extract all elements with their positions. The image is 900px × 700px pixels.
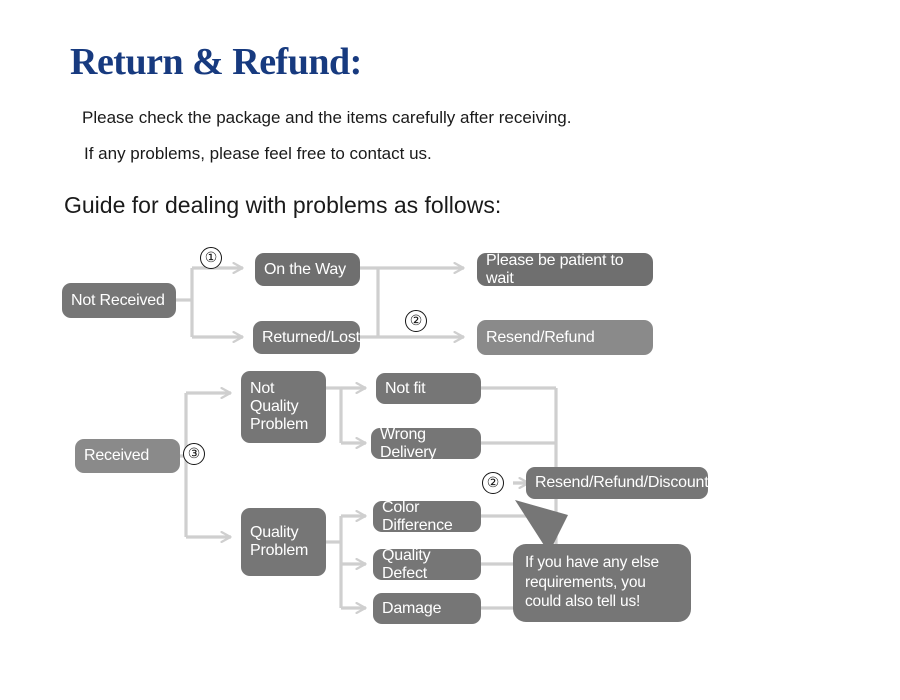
node-returned-lost[interactable]: Returned/Lost <box>253 321 360 354</box>
callout-bubble: If you have any else requirements, you c… <box>513 544 691 622</box>
guide-heading: Guide for dealing with problems as follo… <box>64 192 502 218</box>
node-not-quality-problem[interactable]: Not Quality Problem <box>241 371 326 443</box>
step-number-2-bottom: ② <box>482 472 504 494</box>
node-color-difference[interactable]: Color Difference <box>373 499 481 534</box>
node-please-be-patient-to-wait[interactable]: Please be patient to wait <box>477 252 653 287</box>
node-quality-defect[interactable]: Quality Defect <box>373 547 481 582</box>
node-not-fit[interactable]: Not fit <box>376 373 481 404</box>
step-number-3: ③ <box>183 443 205 465</box>
node-quality-problem[interactable]: Quality Problem <box>241 508 326 576</box>
node-wrong-delivery[interactable]: Wrong Delivery <box>371 426 481 461</box>
node-damage[interactable]: Damage <box>373 593 481 624</box>
node-on-the-way[interactable]: On the Way <box>255 253 360 286</box>
node-resend-refund[interactable]: Resend/Refund <box>477 320 653 355</box>
step-number-2-top: ② <box>405 310 427 332</box>
callout-tail-icon <box>515 500 568 553</box>
node-not-received[interactable]: Not Received <box>62 283 176 318</box>
node-received[interactable]: Received <box>75 439 180 473</box>
step-number-1: ① <box>200 247 222 269</box>
intro-line-1: Please check the package and the items c… <box>82 108 572 127</box>
page-title: Return & Refund: <box>70 41 362 83</box>
node-resend-refund-discount[interactable]: Resend/Refund/Discount <box>526 467 709 499</box>
intro-line-2: If any problems, please feel free to con… <box>84 144 432 163</box>
